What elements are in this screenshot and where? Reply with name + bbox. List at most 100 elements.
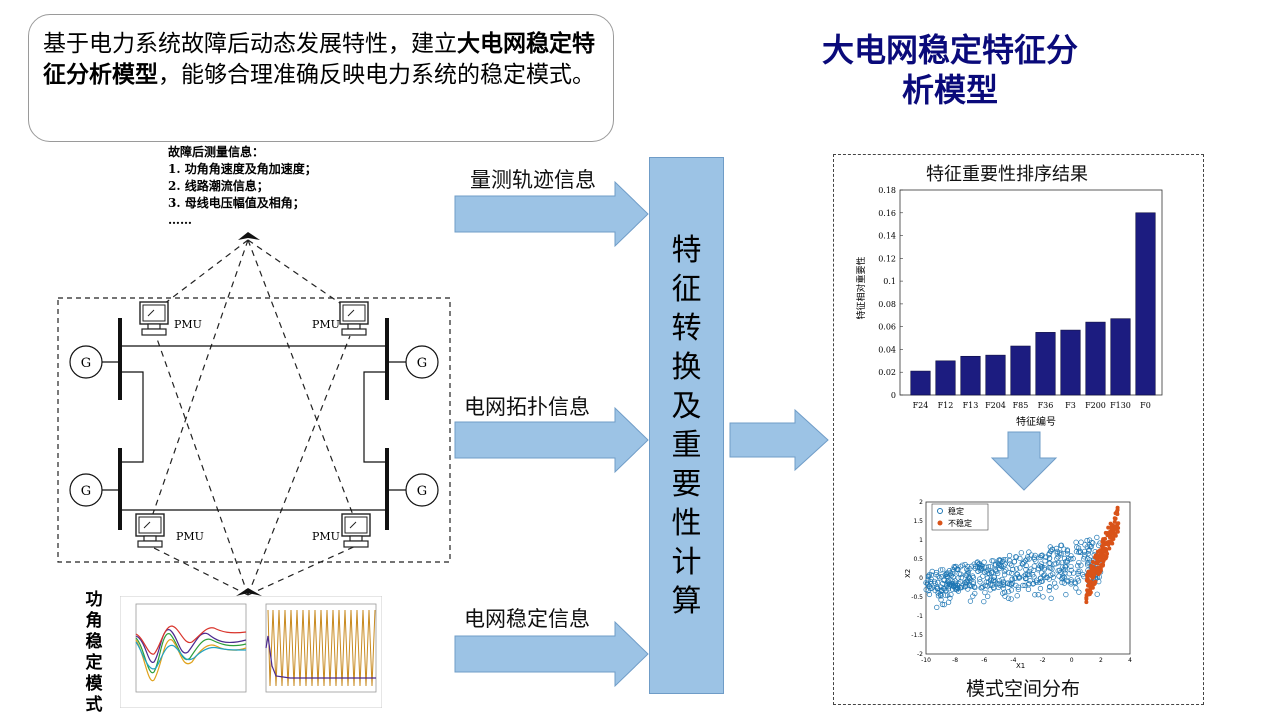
scatter-point-stable [977,576,983,582]
scatter-point-stable [964,566,970,572]
scatter-ytick-label: -1 [917,613,923,620]
scatter-point-stable [1005,588,1012,595]
scatter-point-stable [950,571,956,577]
main-title-line2: 析模型 [901,71,998,109]
scatter-point-stable [985,564,992,570]
scatter-point-stable [1028,566,1034,572]
scatter-point-unstable [1094,553,1099,558]
bar-ytick-label: 0.14 [878,232,896,241]
scatter-point-stable [1048,595,1054,601]
scatter-point-unstable [1097,558,1102,563]
scatter-point-stable [965,569,972,576]
scatter-point-stable [1070,555,1076,562]
trajectory-label: 量测轨迹信息 [470,168,596,192]
bar-ytick-label: 0.04 [878,345,896,354]
scatter-point-stable [1094,591,1100,597]
scatter-point-stable [937,567,944,573]
center-char-4: 换 [671,349,702,385]
main-title-line1: 大电网稳定特征分 [821,31,1078,69]
measurement-item-2: 2. 线路潮流信息； [168,179,269,193]
intro-text-part1: 基于电力系统故障后动态发展特性，建立 [43,31,457,57]
generator-bottom-left-icon: G [69,473,103,507]
scatter-point-stable [948,572,954,579]
scatter-point-stable [941,601,947,608]
scatter-point-stable [1002,593,1008,599]
scatter-point-stable [982,582,989,588]
scatter-point-stable [1094,534,1100,541]
scatter-point-stable [1064,547,1071,553]
scatter-point-stable [1007,561,1013,567]
scatter-point-stable [929,568,935,575]
measurement-item-3: 3. 母线电压幅值及相角； [168,196,305,210]
scatter-ytick-label: -1.5 [911,632,923,639]
scatter-point-unstable [1109,531,1114,536]
scatter-point-stable [945,599,952,605]
scatter-point-stable [959,562,965,568]
scatter-point-stable [944,570,950,576]
intro-text-box: 基于电力系统故障后动态发展特性，建立大电网稳定特征分析模型，能够合理准确反映电力… [28,14,614,142]
stability-arrow-icon [454,620,649,688]
scatter-point-stable [938,574,945,580]
scatter-point-stable [976,564,982,571]
scatter-point-unstable [1115,505,1120,510]
scatter-point-unstable [1084,595,1089,600]
scatter-point-unstable [1112,516,1117,521]
generator-top-left-icon: G [69,345,103,379]
bar-xtick-label: F200 [1085,401,1106,410]
bar-xtick-label: F3 [1065,401,1076,410]
bar-F0 [1135,212,1156,396]
scatter-point-stable [1017,565,1023,571]
measurement-info: 故障后测量信息： 1. 功角角速度及角加速度； 2. 线路潮流信息； 3. 母线… [168,144,317,229]
bar-xtick-label: F36 [1038,401,1054,410]
scatter-point-unstable [1112,524,1117,529]
scatter-point-stable [1006,557,1013,564]
scatter-point-stable [1063,591,1069,598]
center-char-5: 及 [671,388,702,424]
scatter-point-stable [958,571,964,577]
scatter-point-stable [1047,560,1053,566]
scatter-point-stable [1063,559,1069,565]
scatter-point-stable [944,592,951,598]
scatter-point-stable [948,591,954,598]
bar-F3 [1060,329,1081,396]
scatter-point-unstable [1109,526,1114,531]
scatter-points [923,505,1121,611]
scatter-point-stable [1014,571,1020,577]
scatter-point-stable [1026,571,1032,578]
scatter-point-stable [949,583,955,589]
scatter-point-unstable [1090,585,1095,590]
scatter-point-stable [997,565,1003,572]
scatter-point-stable [1072,579,1078,585]
scatter-point-stable [1082,542,1088,548]
center-char-9: 计 [671,544,702,580]
scatter-point-stable [1040,572,1047,579]
bar-ytick-label: 0.08 [878,300,896,309]
measurement-item-4: …… [168,213,192,227]
scatter-point-stable [1011,558,1018,565]
scatter-point-stable [1073,585,1079,591]
scatter-point-stable [1032,592,1038,598]
scatter-point-stable [1047,584,1053,590]
topology-arrow-icon [454,406,649,474]
scatter-ytick-label: 0.5 [913,556,923,563]
scatter-point-stable [981,598,987,605]
scatter-point-stable [1009,570,1015,576]
scatter-point-stable [1038,575,1044,582]
scatter-point-stable [1049,566,1055,572]
scatter-point-stable [926,572,932,578]
center-char-2: 征 [671,271,702,307]
scatter-point-stable [928,572,934,578]
power-grid-diagram: G G G G PMU PMU PMU PMU [57,232,451,596]
scatter-point-stable [954,582,960,588]
scatter-point-stable [925,577,931,583]
scatter-point-stable [1032,552,1038,559]
scatter-point-stable [985,593,991,600]
scatter-point-stable [1023,575,1029,581]
scatter-point-stable [1051,580,1058,586]
scatter-point-stable [1075,568,1081,575]
scatter-point-stable [1061,555,1068,562]
bar-chart-ylabel: 特征相对重要性 [855,256,867,319]
bar-ytick-label: 0.02 [878,368,896,377]
scatter-point-stable [939,601,946,608]
scatter-point-stable [1077,548,1083,554]
